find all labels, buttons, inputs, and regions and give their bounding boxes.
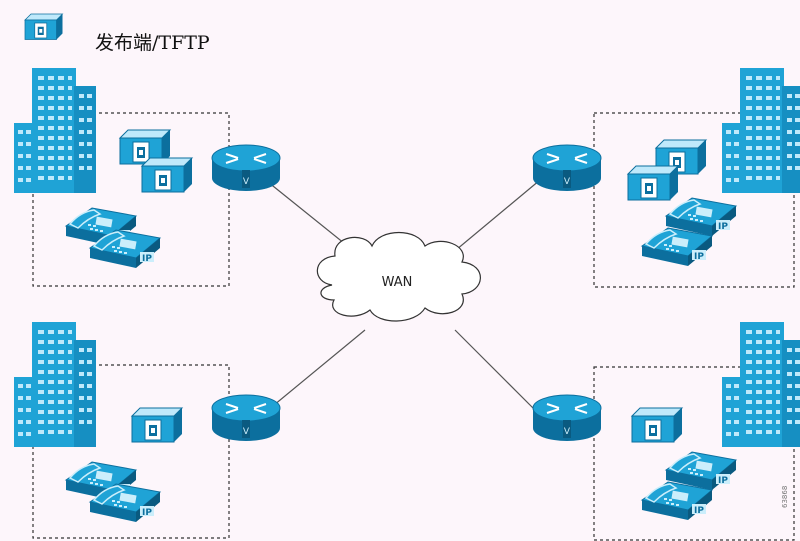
ip-phone-icon bbox=[641, 481, 713, 521]
building-icon bbox=[14, 68, 96, 193]
server-icon bbox=[24, 13, 63, 40]
router-icon[interactable] bbox=[211, 394, 281, 442]
site-bottom-right bbox=[532, 322, 800, 541]
server-icon bbox=[141, 157, 193, 193]
link-bottom-left bbox=[267, 329, 366, 411]
site-bottom-left bbox=[14, 322, 281, 539]
router-icon[interactable] bbox=[211, 144, 281, 192]
server-icon bbox=[627, 165, 679, 201]
site-top-right bbox=[532, 68, 800, 288]
legend bbox=[24, 13, 63, 40]
router-icon[interactable] bbox=[532, 394, 602, 442]
site-boundary bbox=[593, 112, 795, 288]
ip-phone-icon bbox=[641, 227, 713, 267]
figure-code: 63868 bbox=[781, 485, 789, 508]
site-top-left bbox=[14, 68, 281, 287]
legend-label: 发布端/TFTP bbox=[95, 32, 210, 54]
building-icon bbox=[722, 68, 800, 193]
link-bottom-right bbox=[454, 329, 541, 416]
site-boundary bbox=[32, 364, 230, 539]
wan-cloud: WAN bbox=[316, 232, 481, 322]
router-icon[interactable] bbox=[532, 144, 602, 192]
server-icon bbox=[131, 407, 183, 443]
server-icon bbox=[631, 407, 683, 443]
building-icon bbox=[722, 322, 800, 447]
site-boundary bbox=[32, 112, 230, 287]
link-top-right bbox=[449, 179, 541, 256]
wan-label: WAN bbox=[382, 275, 413, 290]
building-icon bbox=[14, 322, 96, 447]
